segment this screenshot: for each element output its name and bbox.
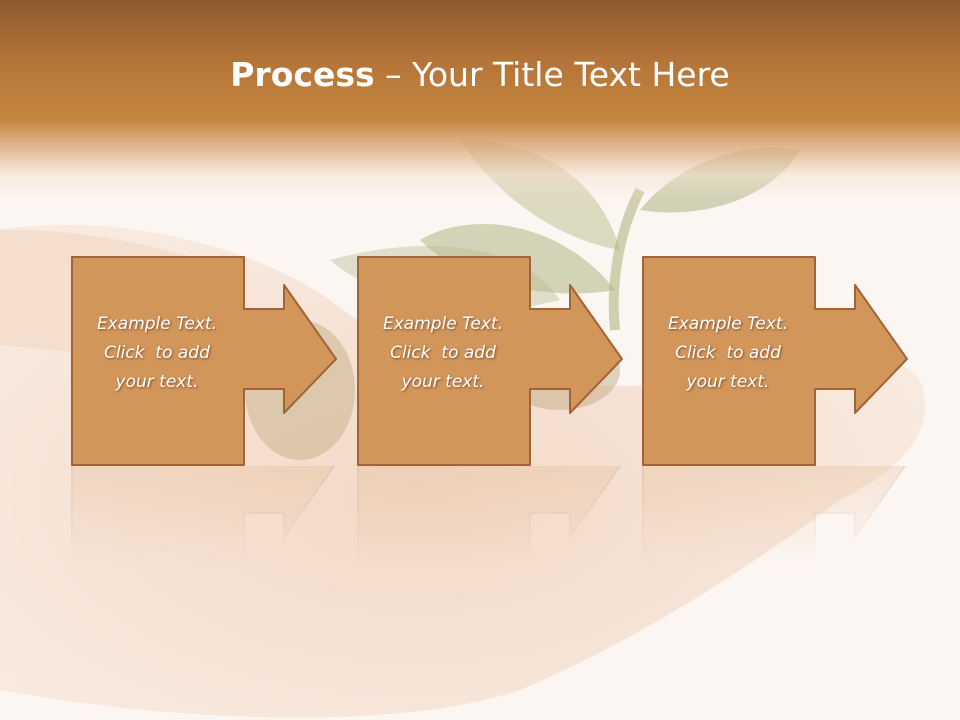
stem-shape (608, 187, 645, 331)
slide-title[interactable]: Process – Your Title Text Here (0, 52, 960, 98)
title-rest-text: Your Title Text Here (412, 55, 730, 94)
arrow-box-shape (71, 256, 337, 466)
arrow-box-shape (642, 256, 908, 466)
step-text[interactable]: Example Text. Click to add your text. (71, 310, 243, 397)
process-step-1[interactable]: Example Text. Click to add your text. (71, 256, 351, 566)
step-reflection (642, 466, 922, 566)
step-text-line: your text. (115, 372, 199, 392)
title-separator: – (374, 55, 413, 94)
header-band (0, 0, 960, 200)
process-step-3[interactable]: Example Text. Click to add your text. (642, 256, 922, 566)
step-text-line: your text. (401, 372, 485, 392)
arrow-box-shape (357, 256, 623, 466)
step-text-line: Click to add (104, 343, 210, 363)
step-reflection (71, 466, 351, 566)
step-text-line: Example Text. (667, 314, 789, 334)
step-text[interactable]: Example Text. Click to add your text. (642, 310, 814, 397)
process-step-2[interactable]: Example Text. Click to add your text. (357, 256, 637, 566)
step-text-line: Example Text. (96, 314, 218, 334)
step-reflection (357, 466, 637, 566)
step-text-line: Click to add (390, 343, 496, 363)
step-text-line: Example Text. (382, 314, 504, 334)
step-text[interactable]: Example Text. Click to add your text. (357, 310, 529, 397)
title-bold-text: Process (230, 55, 375, 94)
step-text-line: your text. (686, 372, 770, 392)
step-text-line: Click to add (675, 343, 781, 363)
